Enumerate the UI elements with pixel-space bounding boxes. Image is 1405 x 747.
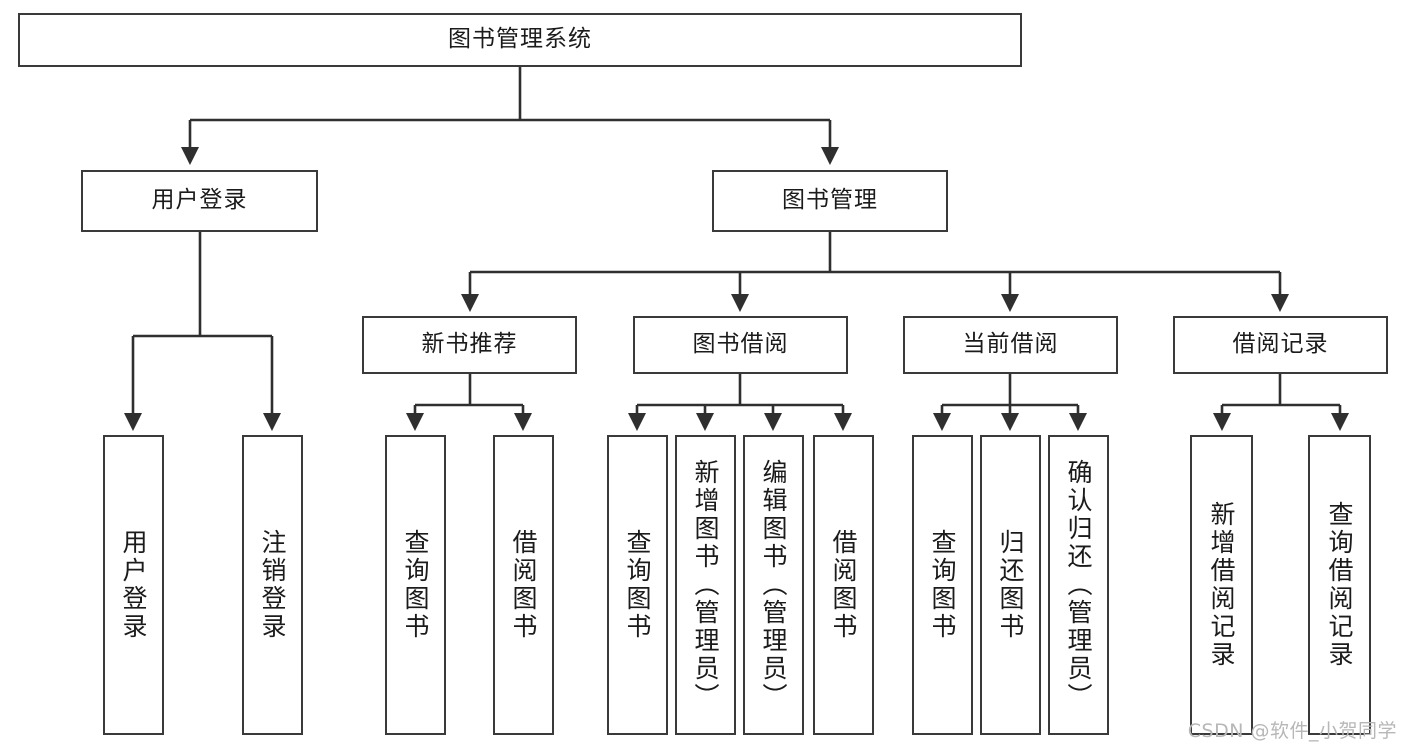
leaf-borrow-record-query-record[interactable]: 查询借阅记录 [1308,435,1371,735]
leaf-borrow-record-add-record[interactable]: 新增借阅记录 [1190,435,1253,735]
node-label: 归还图书 [996,529,1025,641]
leaf-user-login-logout[interactable]: 注销登录 [242,435,303,735]
node-label: 注销登录 [258,529,287,641]
node-current-borrow[interactable]: 当前借阅 [903,316,1118,374]
node-label: 新增图书（管理员） [691,459,720,711]
leaf-new-book-query-book[interactable]: 查询图书 [385,435,446,735]
node-label: 图书借阅 [692,331,789,358]
node-label: 查询图书 [623,529,652,641]
node-user-login[interactable]: 用户登录 [81,170,318,232]
csdn-watermark: CSDN @软件_小贺同学 [1187,720,1397,742]
node-label: 新书推荐 [421,331,518,358]
node-label: 图书管理 [782,187,878,214]
node-label: 借阅记录 [1232,331,1329,358]
node-book-borrow[interactable]: 图书借阅 [633,316,848,374]
node-label: 借阅图书 [829,529,858,641]
node-label: 用户登录 [119,529,148,641]
node-label: 图书管理系统 [448,26,592,53]
leaf-current-borrow-query-book[interactable]: 查询图书 [912,435,973,735]
node-label: 当前借阅 [962,331,1059,358]
leaf-book-borrow-add-book-admin[interactable]: 新增图书（管理员） [675,435,736,735]
leaf-user-login-login[interactable]: 用户登录 [103,435,164,735]
leaf-new-book-borrow-book[interactable]: 借阅图书 [493,435,554,735]
node-label: 确认归还（管理员） [1064,459,1093,711]
leaf-book-borrow-edit-book-admin[interactable]: 编辑图书（管理员） [743,435,804,735]
node-root-book-management-system[interactable]: 图书管理系统 [18,13,1022,67]
node-new-book-recommend[interactable]: 新书推荐 [362,316,577,374]
node-label: 编辑图书（管理员） [759,459,788,711]
node-label: 查询图书 [401,529,430,641]
node-label: 借阅图书 [509,529,538,641]
node-book-management[interactable]: 图书管理 [712,170,948,232]
node-label: 用户登录 [151,187,248,214]
leaf-current-borrow-confirm-return-admin[interactable]: 确认归还（管理员） [1048,435,1109,735]
node-borrow-record[interactable]: 借阅记录 [1173,316,1388,374]
node-label: 查询图书 [928,529,957,641]
node-label: 新增借阅记录 [1207,501,1236,669]
leaf-book-borrow-query-book[interactable]: 查询图书 [607,435,668,735]
leaf-book-borrow-borrow-book[interactable]: 借阅图书 [813,435,874,735]
node-label: 查询借阅记录 [1325,501,1354,669]
leaf-current-borrow-return-book[interactable]: 归还图书 [980,435,1041,735]
